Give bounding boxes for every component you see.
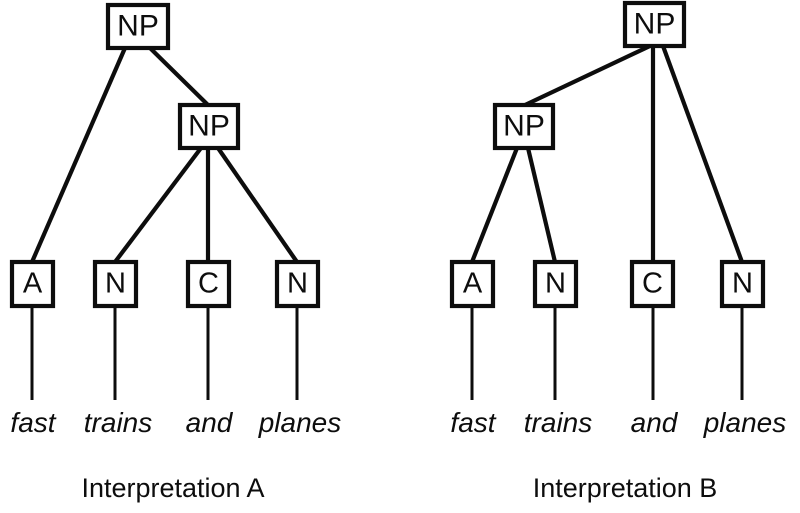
tree-edge-a-inner-np-to-a-pos-n2 (216, 146, 299, 264)
node-label-a-pos-c: C (198, 268, 219, 300)
node-box-b-inner-np (492, 102, 556, 151)
node-box-b-pos-n2 (719, 259, 766, 309)
tree-node-b-pos-c[interactable]: C (629, 259, 676, 309)
tree-edges-group (30, 44, 744, 264)
node-box-a-pos-n2 (274, 259, 321, 309)
node-label-b-inner-np: NP (503, 109, 545, 142)
tree-node-a-pos-n1[interactable]: N (92, 259, 139, 309)
node-box-b-pos-c (629, 259, 676, 309)
node-box-a-pos-a (9, 259, 56, 309)
terminal-word-b-word-and: and (631, 407, 679, 438)
terminal-words-group: fast trains and planes fast trains and planes (10, 407, 786, 438)
node-label-a-pos-n2: N (287, 268, 308, 300)
node-box-b-root-np (622, 0, 687, 49)
node-label-a-inner-np: NP (188, 109, 230, 142)
terminal-word-a-word-planes: planes (258, 407, 342, 438)
node-box-b-pos-a (449, 259, 496, 309)
terminal-word-a-word-trains: trains (84, 407, 152, 438)
node-box-a-inner-np (177, 102, 241, 151)
terminal-stems-group (30, 306, 744, 400)
node-box-a-root-np (105, 2, 171, 51)
terminal-word-a-word-and: and (186, 407, 234, 438)
tree-edge-a-root-np-to-a-pos-a (30, 47, 127, 263)
tree-edge-b-inner-np-to-b-pos-n1 (525, 147, 558, 263)
tree-edge-b-root-np-to-b-pos-n2 (661, 45, 744, 263)
tree-node-a-pos-n2[interactable]: N (274, 259, 321, 309)
terminal-word-a-word-fast: fast (10, 407, 56, 438)
tree-caption-interpretation-b: Interpretation B (533, 473, 718, 503)
tree-edge-b-inner-np-to-b-pos-a (470, 147, 519, 263)
terminal-word-b-word-fast: fast (450, 407, 496, 438)
node-label-b-pos-a: A (463, 268, 483, 300)
tree-node-a-pos-a[interactable]: A (9, 259, 56, 309)
tree-node-b-pos-a[interactable]: A (449, 259, 496, 309)
node-label-b-pos-n1: N (545, 268, 566, 300)
node-label-a-pos-n1: N (105, 268, 126, 300)
node-box-a-pos-c (185, 259, 232, 309)
tree-edge-a-inner-np-to-a-pos-n1 (113, 146, 203, 264)
node-label-a-root-np: NP (117, 9, 159, 42)
tree-edge-a-root-np-to-a-inner-np (148, 46, 210, 107)
tree-nodes-group: NP NP A N C N NP NP A N C N (9, 0, 766, 309)
node-label-b-root-np: NP (634, 7, 676, 40)
tree-node-a-root-np[interactable]: NP (105, 2, 171, 51)
node-label-b-pos-n2: N (732, 268, 753, 300)
tree-captions-group: Interpretation A Interpretation B (81, 473, 717, 503)
tree-node-b-root-np[interactable]: NP (622, 0, 687, 49)
terminal-word-b-word-planes: planes (703, 407, 787, 438)
node-label-b-pos-c: C (642, 268, 663, 300)
tree-node-a-pos-c[interactable]: C (185, 259, 232, 309)
terminal-word-b-word-trains: trains (524, 407, 592, 438)
node-box-a-pos-n1 (92, 259, 139, 309)
node-label-a-pos-a: A (23, 268, 43, 300)
tree-caption-interpretation-a: Interpretation A (81, 473, 264, 503)
tree-node-b-pos-n2[interactable]: N (719, 259, 766, 309)
tree-node-a-inner-np[interactable]: NP (177, 102, 241, 151)
node-box-b-pos-n1 (532, 259, 579, 309)
tree-edge-b-root-np-to-b-inner-np (524, 44, 651, 107)
tree-node-b-inner-np[interactable]: NP (492, 102, 556, 151)
tree-node-b-pos-n1[interactable]: N (532, 259, 579, 309)
